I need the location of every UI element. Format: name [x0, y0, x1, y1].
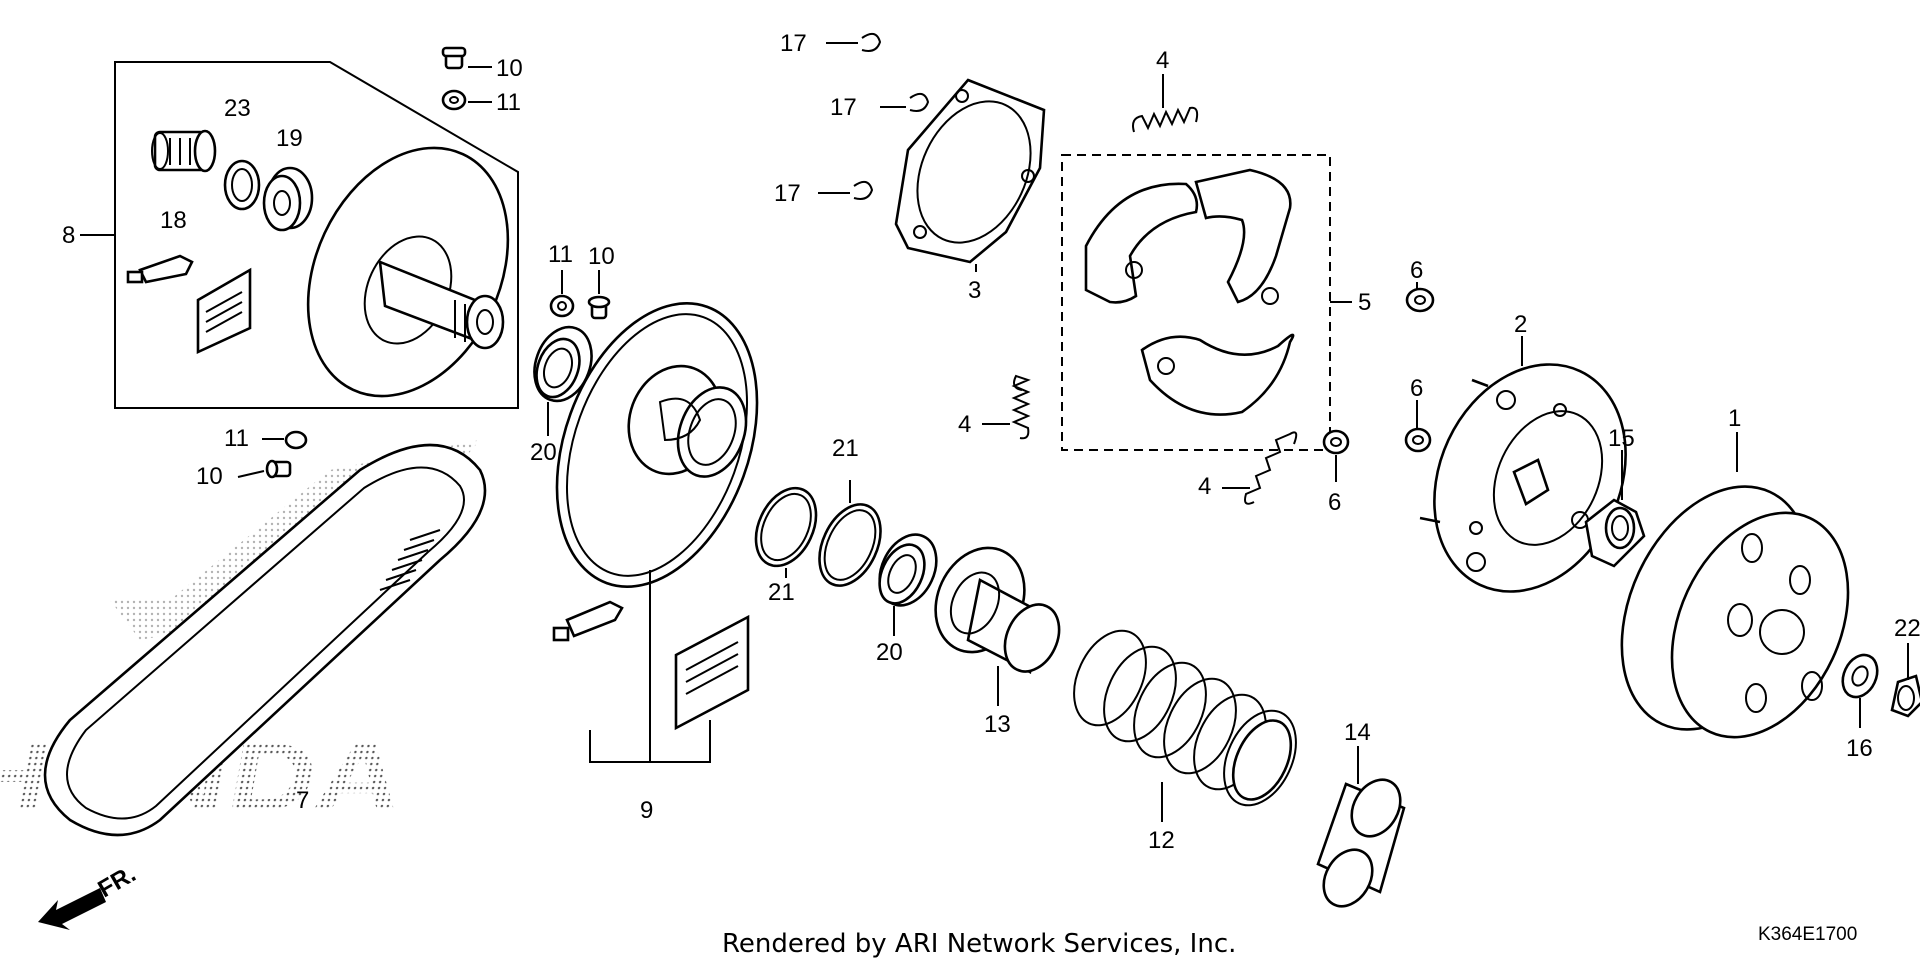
roller-11-low[interactable]	[284, 430, 308, 450]
o-ring-21-b[interactable]	[807, 495, 892, 596]
grease-tube-8	[126, 254, 194, 284]
label-4-top: 4	[1156, 47, 1169, 74]
label-22: 22	[1894, 615, 1920, 642]
spring-12[interactable]	[1060, 619, 1310, 817]
label-18: 18	[160, 207, 187, 234]
clip-17-a[interactable]	[861, 32, 882, 52]
washer-16[interactable]	[1836, 649, 1884, 702]
label-19: 19	[276, 125, 303, 152]
o-ring-21-a[interactable]	[744, 478, 828, 575]
bearing-19[interactable]	[262, 166, 314, 232]
label-16: 16	[1846, 735, 1873, 762]
roller-11-mid[interactable]	[549, 294, 575, 318]
pin-10-mid[interactable]	[587, 295, 611, 320]
driven-face-8[interactable]	[270, 115, 547, 428]
label-4-low: 4	[1198, 473, 1211, 500]
nut-15[interactable]	[1584, 498, 1646, 568]
pin-10-top[interactable]	[441, 46, 467, 70]
label-17-a: 17	[780, 30, 807, 57]
collar-6-a[interactable]	[1405, 287, 1435, 313]
roller-11-top[interactable]	[441, 89, 467, 111]
circlip-23[interactable]	[223, 159, 261, 211]
label-15: 15	[1608, 425, 1635, 452]
instruction-card-8	[196, 267, 252, 355]
needle-bearing-18[interactable]	[151, 129, 217, 173]
grease-tube-9	[552, 600, 624, 642]
label-21-b: 21	[832, 435, 859, 462]
group-8-box	[114, 61, 519, 409]
rendered-by-credit: Rendered by ARI Network Services, Inc.	[722, 929, 1236, 959]
label-17-c: 17	[774, 180, 801, 207]
oil-seal-20-left[interactable]	[525, 319, 602, 409]
label-14: 14	[1344, 719, 1371, 746]
guide-collar-13[interactable]	[919, 533, 1069, 680]
collar-6-c[interactable]	[1322, 429, 1350, 455]
label-10-mid: 10	[588, 243, 615, 270]
label-9: 9	[640, 797, 653, 824]
label-6-c: 6	[1328, 489, 1341, 516]
label-11-top: 11	[496, 89, 521, 116]
label-11-mid: 11	[548, 241, 573, 268]
label-3: 3	[968, 277, 981, 304]
clutch-outer-1[interactable]	[1585, 456, 1883, 766]
clip-17-c[interactable]	[853, 180, 874, 200]
label-12: 12	[1148, 827, 1175, 854]
label-2: 2	[1514, 311, 1527, 338]
spring-4-mid[interactable]	[1011, 374, 1031, 440]
label-6-b: 6	[1410, 375, 1423, 402]
label-20-left: 20	[530, 439, 557, 466]
label-13: 13	[984, 711, 1011, 738]
clip-17-b[interactable]	[909, 92, 930, 112]
label-4-mid: 4	[958, 411, 971, 438]
pin-10-low[interactable]	[265, 459, 292, 479]
collar-6-b[interactable]	[1404, 427, 1432, 453]
diagram-code: K364E1700	[1758, 924, 1857, 945]
plate-3[interactable]	[894, 78, 1053, 264]
label-11-low: 11	[224, 425, 249, 452]
label-20-right: 20	[876, 639, 903, 666]
clutch-shoe-5[interactable]	[1084, 168, 1295, 416]
label-1: 1	[1728, 405, 1741, 432]
label-5: 5	[1358, 289, 1371, 316]
spring-4-top[interactable]	[1132, 106, 1199, 133]
movable-driven-face-9[interactable]	[520, 275, 793, 614]
label-7: 7	[296, 787, 309, 814]
instruction-card-9	[674, 614, 750, 731]
collar-14[interactable]	[1314, 771, 1410, 915]
label-6-a: 6	[1410, 257, 1423, 284]
nut-22[interactable]	[1890, 674, 1920, 718]
drive-belt-7[interactable]	[43, 443, 487, 837]
label-17-b: 17	[830, 94, 857, 121]
label-10-top: 10	[496, 55, 523, 82]
label-23: 23	[224, 95, 251, 122]
spring-4-low[interactable]	[1244, 431, 1298, 505]
label-10-low: 10	[196, 463, 223, 490]
label-8: 8	[62, 222, 75, 249]
label-21-a: 21	[768, 579, 795, 606]
oil-seal-20-right[interactable]	[869, 525, 947, 614]
front-direction-arrow: FR.	[38, 860, 140, 930]
